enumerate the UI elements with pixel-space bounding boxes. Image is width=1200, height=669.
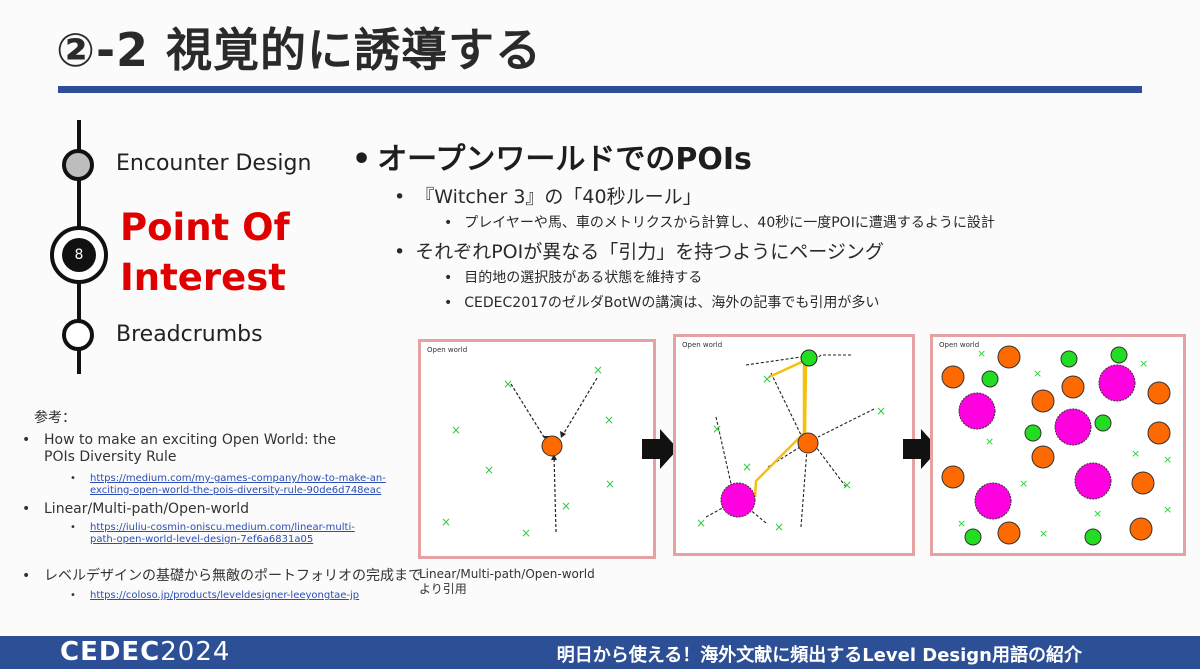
svg-text:×: × bbox=[1163, 503, 1172, 516]
references-heading: 参考： bbox=[34, 410, 76, 426]
svg-text:×: × bbox=[876, 404, 886, 418]
poi-orange bbox=[541, 435, 563, 457]
x-markers: × × × × × × × × × × × bbox=[957, 347, 1172, 540]
arrowhead bbox=[560, 431, 566, 438]
reference-item-cont: POIs Diversity Rule bbox=[44, 449, 177, 465]
diagram-multipath-panel: Open world × × × × × × bbox=[673, 334, 915, 556]
poi-green bbox=[800, 349, 818, 367]
svg-text:×: × bbox=[1163, 453, 1172, 466]
x-markers: × × × × × × × × × bbox=[441, 363, 615, 540]
svg-text:×: × bbox=[762, 372, 772, 386]
svg-text:×: × bbox=[521, 526, 531, 540]
svg-text:×: × bbox=[451, 423, 461, 437]
diagram-linear: × × × × × × × × × bbox=[441, 363, 615, 540]
diagram-multipath: × × × × × × × bbox=[696, 349, 886, 534]
svg-text:×: × bbox=[696, 516, 706, 530]
diagram-linear-panel: Open world × × × × × × × × × bbox=[418, 339, 656, 559]
svg-text:×: × bbox=[593, 363, 603, 377]
svg-text:×: × bbox=[561, 499, 571, 513]
poi-cluster bbox=[941, 345, 1171, 546]
reference-link-cont[interactable]: path-open-world-level-design-7ef6a6831a0… bbox=[90, 534, 314, 545]
timeline-node-poi: 8 bbox=[62, 238, 96, 272]
svg-text:×: × bbox=[985, 435, 994, 448]
svg-text:×: × bbox=[441, 515, 451, 529]
svg-text:×: × bbox=[842, 478, 852, 492]
svg-text:×: × bbox=[774, 520, 784, 534]
bullet-sub1-detail: •プレイヤーや馬、車のメトリクスから計算し、40秒に一度POIに遭遇するように設… bbox=[444, 215, 995, 231]
svg-text:×: × bbox=[604, 413, 614, 427]
right-arrow-icon bbox=[642, 429, 678, 469]
bullet-sub2-detail2: •CEDEC2017のゼルダBotWの講演は、海外の記事でも引用が多い bbox=[444, 295, 880, 311]
footer-bar: CEDEC2024 明日から使える！海外文献に頻出するLevel Design用… bbox=[0, 636, 1200, 669]
svg-text:×: × bbox=[957, 517, 966, 530]
bullet-main: •オープンワールドでのPOIs bbox=[352, 142, 752, 177]
panel-label: Open world bbox=[682, 341, 723, 349]
timeline-label-breadcrumbs: Breadcrumbs bbox=[116, 322, 263, 347]
timeline-node-breadcrumbs bbox=[62, 319, 94, 351]
svg-text:×: × bbox=[712, 422, 722, 436]
timeline-node-encounter bbox=[62, 149, 94, 181]
slide-title: ②-2 視覚的に誘導する bbox=[56, 23, 543, 77]
poi-magenta bbox=[720, 482, 756, 518]
diagram-caption: Linear/Multi-path/Open-world より引用 bbox=[419, 567, 595, 596]
reference-link[interactable]: •https://iuliu-cosmin-oniscu.medium.com/… bbox=[70, 522, 355, 533]
poi-orange bbox=[797, 432, 819, 454]
reference-link[interactable]: •https://coloso.jp/products/leveldesigne… bbox=[70, 590, 360, 601]
diagram-openworld-panel: Open world × × × × × × bbox=[930, 334, 1186, 556]
arrowhead bbox=[551, 454, 557, 460]
svg-text:×: × bbox=[1039, 527, 1048, 540]
footer-tagline: 明日から使える！海外文献に頻出するLevel Design用語の紹介 bbox=[556, 645, 1082, 666]
cedec-logo: CEDEC2024 bbox=[60, 637, 231, 667]
svg-text:×: × bbox=[1093, 507, 1102, 520]
svg-text:×: × bbox=[977, 347, 986, 360]
panel-label: Open world bbox=[427, 346, 468, 354]
diagram-openworld: × × × × × × × × × × × bbox=[941, 345, 1172, 546]
timeline-label-encounter: Encounter Design bbox=[116, 151, 312, 176]
reference-item: •レベルデザインの基礎から無敵のポートフォリオの完成まで bbox=[22, 568, 422, 584]
bullet-sub2-detail1: •目的地の選択肢がある状態を維持する bbox=[444, 270, 703, 286]
bullet-sub2: •それぞれPOIが異なる「引力」を持つようにページング bbox=[394, 241, 884, 263]
svg-text:×: × bbox=[742, 460, 752, 474]
svg-text:×: × bbox=[605, 477, 615, 491]
timeline-label-poi: Point Of Interest bbox=[120, 203, 290, 303]
poi-label-line1: Point Of bbox=[120, 206, 290, 249]
svg-text:×: × bbox=[1131, 447, 1140, 460]
reference-link-cont[interactable]: exciting-open-world-the-pois-diversity-r… bbox=[90, 485, 382, 496]
reference-item: •Linear/Multi-path/Open-world bbox=[22, 501, 250, 517]
title-underline bbox=[58, 86, 1142, 93]
svg-text:×: × bbox=[503, 377, 513, 391]
svg-text:×: × bbox=[1033, 367, 1042, 380]
reference-link[interactable]: •https://medium.com/my-games-company/how… bbox=[70, 473, 386, 484]
x-markers: × × × × × × × bbox=[696, 372, 886, 534]
panel-label: Open world bbox=[939, 341, 980, 349]
poi-label-line2: Interest bbox=[120, 256, 286, 299]
bullet-sub1: •『Witcher 3』の「40秒ルール」 bbox=[394, 186, 702, 208]
reference-item: •How to make an exciting Open World: the bbox=[22, 432, 336, 448]
svg-text:×: × bbox=[1139, 357, 1148, 370]
svg-text:×: × bbox=[1019, 477, 1028, 490]
svg-text:×: × bbox=[484, 463, 494, 477]
